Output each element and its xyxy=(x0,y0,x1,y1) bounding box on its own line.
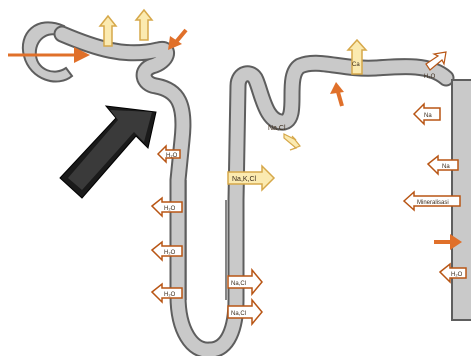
svg-text:H₂O: H₂O xyxy=(164,206,176,212)
cd-na-arrow-1: Na xyxy=(414,104,440,124)
svg-text:Mineralisasi: Mineralisasi xyxy=(417,200,449,206)
svg-text:Na,K,Cl: Na,K,Cl xyxy=(232,176,257,183)
svg-text:H₂O: H₂O xyxy=(424,74,436,80)
svg-text:Na,Cl: Na,Cl xyxy=(231,281,246,287)
svg-text:Na,Cl: Na,Cl xyxy=(268,125,286,132)
svg-text:Na,Cl: Na,Cl xyxy=(231,311,246,317)
secretion-arrow-pct xyxy=(168,30,186,50)
afferent-arrow xyxy=(8,47,90,63)
dct-na-cl-arrow: Na,Cl xyxy=(268,125,300,150)
svg-text:H₂O: H₂O xyxy=(166,153,178,159)
secretion-arrow-dct xyxy=(330,82,344,106)
pointer-arrow xyxy=(60,106,156,198)
svg-text:Na: Na xyxy=(442,164,450,170)
svg-text:H₂O: H₂O xyxy=(451,272,463,278)
svg-text:H₂O: H₂O xyxy=(164,292,176,298)
svg-text:Na: Na xyxy=(424,113,432,119)
reabsorption-up-arrow-2 xyxy=(136,10,152,40)
svg-text:H₂O: H₂O xyxy=(164,250,176,256)
svg-text:Ca: Ca xyxy=(352,62,360,68)
